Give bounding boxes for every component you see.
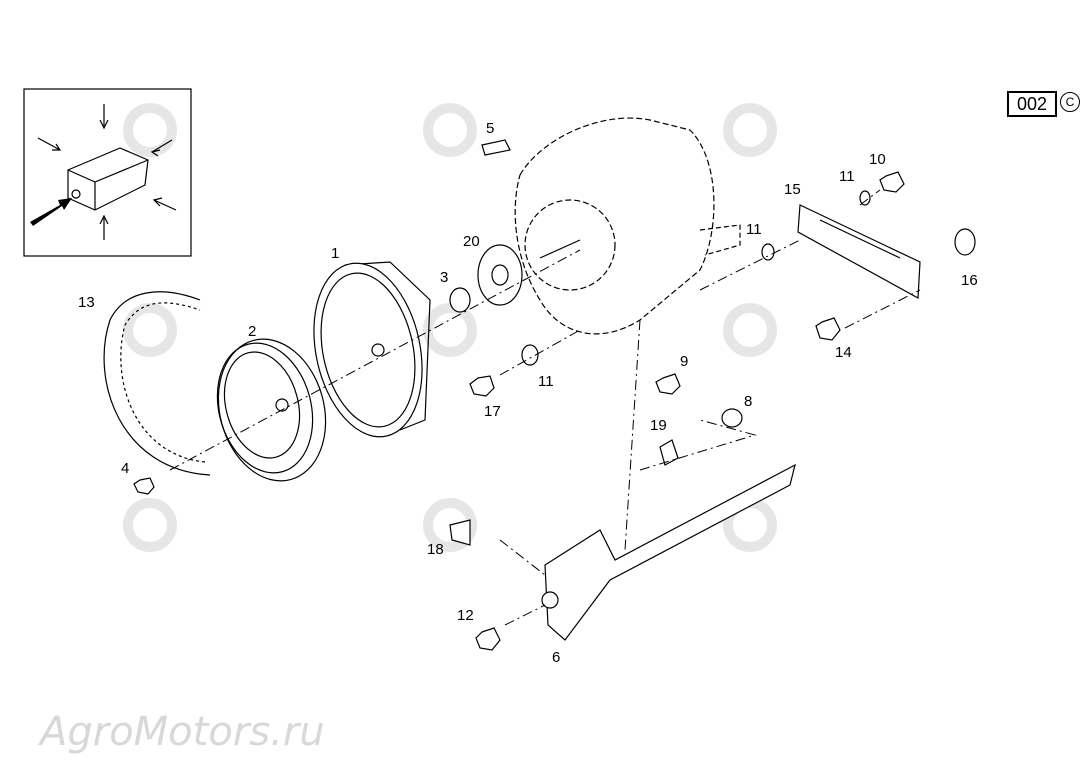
part-washers (449, 139, 539, 366)
part-pulley (216, 338, 327, 482)
callout-number: 17 (484, 403, 501, 420)
watermark: AgroMotors.ru (37, 709, 325, 755)
watermark-gear-icons (123, 103, 777, 552)
callout-number: 1 (331, 245, 339, 262)
callout-number: 4 (121, 460, 129, 477)
callout-number: 11 (538, 373, 554, 390)
callout-number: 2 (248, 323, 256, 340)
callout-number: 11 (839, 168, 855, 185)
part-fan-pulley (313, 261, 431, 438)
inset-engine-orientation (23, 88, 192, 257)
callout-number: 5 (486, 120, 494, 137)
callout-number: 3 (440, 269, 448, 286)
callout-number: 20 (463, 233, 480, 250)
part-alternator (514, 117, 741, 335)
callout-number: 11 (746, 221, 762, 238)
callout-number: 10 (869, 151, 886, 168)
centerlines (169, 189, 921, 626)
part-bracket (541, 463, 796, 641)
callout-number: 6 (552, 649, 560, 666)
callout-number: 14 (835, 344, 852, 361)
callout-number: 9 (680, 353, 688, 370)
part-belt (103, 291, 211, 476)
callout-number: 13 (78, 294, 95, 311)
page-code-badge: 002 (1007, 91, 1057, 117)
callout-number: 12 (457, 607, 474, 624)
callout-number: 16 (961, 272, 978, 289)
part-adjuster-plate (797, 204, 976, 299)
callout-number: 18 (427, 541, 444, 558)
callout-number: 19 (650, 417, 667, 434)
callout-number: 8 (744, 393, 752, 410)
part-fasteners (133, 171, 905, 651)
copyright-icon: C (1060, 92, 1080, 112)
callout-number: 15 (784, 181, 801, 198)
